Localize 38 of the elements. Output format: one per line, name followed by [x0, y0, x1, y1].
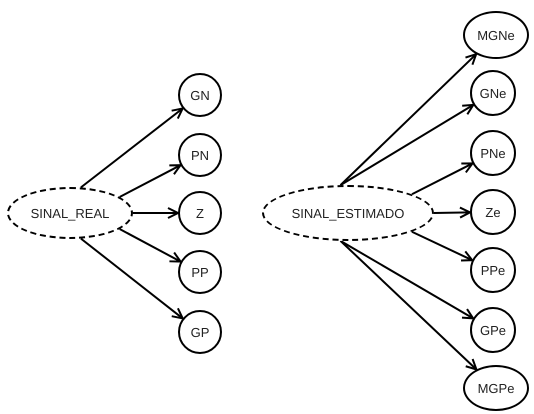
- ellipse-node: [178, 73, 222, 117]
- node-label: MGPe: [478, 380, 514, 396]
- node-label: GNe: [480, 86, 506, 100]
- node-label: PP: [191, 264, 209, 280]
- ellipse-node: [470, 189, 516, 235]
- node-label: PN: [190, 148, 210, 162]
- ellipse-node: [463, 365, 529, 411]
- ellipse-node: [470, 70, 516, 116]
- arrow: [411, 230, 474, 262]
- node-label: MGNe: [477, 28, 515, 42]
- arrow: [119, 164, 182, 198]
- ellipse-node: [178, 250, 222, 294]
- arrow: [340, 240, 478, 370]
- node-label: SINAL_ESTIMADO: [292, 206, 404, 220]
- arrow: [340, 240, 474, 320]
- ellipse-node: [463, 11, 529, 59]
- ellipse-node: [178, 310, 222, 354]
- ellipse-node: [178, 191, 222, 235]
- arrow: [119, 228, 182, 263]
- node-label: Ze: [485, 204, 501, 220]
- ellipse-node: [470, 130, 516, 176]
- arrow: [411, 162, 474, 196]
- ellipse-node: [178, 133, 222, 177]
- arrow: [80, 238, 184, 320]
- node-label: PNe: [480, 146, 506, 160]
- arrow: [340, 104, 474, 186]
- node-label: GN: [190, 88, 210, 102]
- node-label: GP: [190, 324, 210, 340]
- node-label: PPe: [480, 262, 506, 278]
- arrow: [80, 108, 184, 188]
- node-label: SINAL_REAL: [30, 206, 110, 220]
- ellipse-node: [470, 247, 516, 293]
- arrow: [340, 53, 478, 186]
- arrow: [434, 206, 471, 219]
- arrow: [133, 207, 179, 219]
- node-label: GPe: [480, 322, 506, 338]
- node-label: Z: [196, 206, 204, 220]
- ellipse-node: [470, 307, 516, 353]
